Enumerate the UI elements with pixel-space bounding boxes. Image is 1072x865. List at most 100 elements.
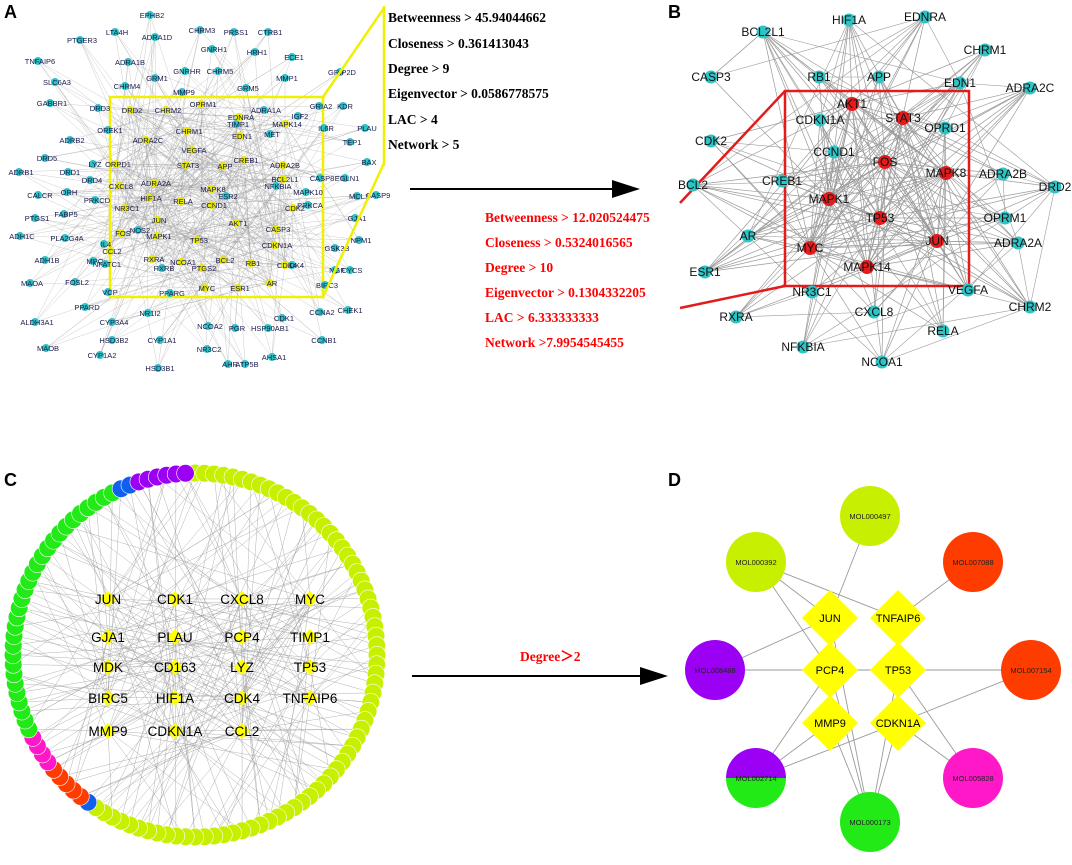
svg-text:MYC: MYC (797, 241, 824, 255)
network-edge (59, 533, 243, 699)
network-edge (944, 49, 986, 129)
network-edge (66, 526, 176, 699)
svg-text:MYC: MYC (295, 592, 325, 607)
network-edge (1002, 173, 1006, 219)
svg-text:TIMP1: TIMP1 (227, 120, 249, 129)
panel-d-arrow-label: Degree＞2 (520, 649, 581, 664)
network-edge (704, 161, 886, 273)
network-edge (936, 172, 947, 242)
network-edge (124, 109, 131, 209)
network-edge (269, 164, 284, 284)
network-edge (53, 540, 243, 638)
network-edge (762, 31, 944, 332)
network-edge (148, 164, 284, 199)
node-pparg: PPARG (159, 289, 185, 298)
node-creb1: CREB1 (762, 174, 802, 188)
node-oprm1: OPRM1 (984, 211, 1027, 225)
network-edge (309, 654, 378, 699)
network-edge (200, 103, 208, 350)
network-edge (147, 598, 243, 831)
network-edge (34, 217, 224, 261)
network-edge (13, 673, 109, 699)
network-edge (692, 161, 886, 186)
network-edge (196, 239, 206, 289)
svg-text:HSD3B1: HSD3B1 (145, 364, 174, 373)
network-edge (107, 475, 167, 638)
node-oprm1: OPRM1 (190, 100, 216, 109)
svg-text:GSK3B: GSK3B (324, 244, 349, 253)
node-vegfa: VEGFA (181, 146, 207, 155)
network-edge (936, 240, 1031, 308)
network-edge (241, 481, 252, 732)
network-edge (42, 697, 243, 755)
svg-text:CCND1: CCND1 (201, 201, 227, 210)
network-edge (959, 82, 1031, 89)
svg-text:NCOA2: NCOA2 (197, 322, 223, 331)
network-edge (704, 217, 881, 273)
network-edge (809, 172, 947, 249)
network-edge (235, 222, 286, 266)
network-edge (819, 119, 868, 268)
network-edge (156, 235, 360, 241)
panel-c-letter: C (4, 470, 17, 490)
svg-text:CDK1: CDK1 (157, 592, 193, 607)
network-edge (53, 540, 311, 699)
network-edge (115, 56, 293, 165)
network-edge (21, 598, 176, 699)
hub-node-myc: MYC (797, 241, 824, 255)
network-edge (124, 123, 286, 209)
network-edge (833, 151, 938, 242)
svg-text:VCP: VCP (102, 288, 117, 297)
network-edge (704, 151, 835, 273)
network-edge (129, 109, 276, 246)
svg-text:MMP1: MMP1 (276, 74, 298, 83)
network-edge (21, 598, 311, 712)
network-edge (309, 617, 374, 699)
network-edge (115, 163, 321, 179)
network-edge (251, 481, 311, 668)
panel-a-threshold: Betweenness > 45.94044662 (388, 10, 546, 25)
network-edge (271, 178, 284, 358)
network-edge (284, 123, 351, 143)
network-edge (59, 730, 243, 778)
target-cd163: CD163 (154, 659, 196, 675)
network-edge (115, 163, 155, 184)
svg-text:CCNB1: CCNB1 (311, 336, 336, 345)
network-edge (251, 697, 311, 829)
network-edge (107, 507, 303, 600)
network-edge (107, 492, 278, 600)
network-edge (873, 117, 904, 313)
svg-text:MCL1: MCL1 (349, 192, 369, 201)
network-edge (47, 666, 243, 763)
node-nfkbia: NFKBIA (781, 340, 824, 354)
network-edge (107, 109, 167, 131)
network-edge (16, 598, 243, 694)
node-ncoa1: NCOA1 (170, 258, 196, 267)
network-edge (153, 182, 209, 327)
network-edge (762, 31, 1006, 219)
network-edge (213, 473, 311, 600)
node-rxrb: RXRB (154, 264, 174, 273)
network-edge (28, 580, 311, 638)
network-edge (115, 163, 224, 261)
network-edge (111, 282, 271, 323)
svg-text:ESR1: ESR1 (230, 284, 250, 293)
network-edge (282, 178, 307, 193)
network-edge (45, 164, 284, 349)
node-chrm3: CHRM3 (189, 26, 215, 35)
target-cxcl8: CXCL8 (220, 591, 264, 607)
svg-text:DRD2: DRD2 (122, 106, 142, 115)
node-edn1: EDN1 (232, 132, 252, 141)
network-edge (28, 598, 109, 730)
network-edge (107, 123, 286, 131)
network-edge (42, 555, 109, 699)
network-edge (851, 103, 947, 174)
node-rela: RELA (927, 324, 958, 338)
svg-text:ADRA2A: ADRA2A (141, 179, 171, 188)
network-edge (109, 109, 167, 252)
network-edge (174, 636, 287, 813)
svg-text:MAOA: MAOA (21, 279, 43, 288)
svg-text:NR1I2: NR1I2 (139, 309, 160, 318)
target-jun: JUN (95, 591, 121, 607)
network-edge (44, 139, 147, 159)
